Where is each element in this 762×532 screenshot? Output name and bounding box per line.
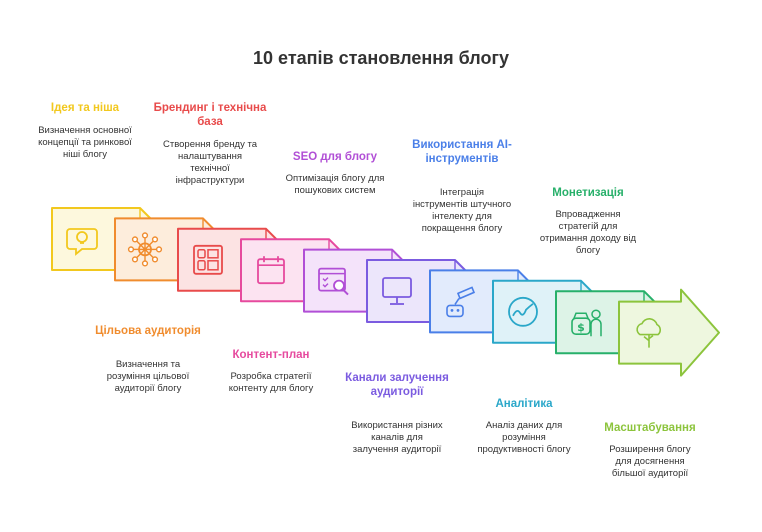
money-bag-icon: $ — [571, 309, 602, 337]
web-search-icon — [318, 267, 349, 296]
step-box — [618, 288, 720, 377]
calendar-icon — [257, 256, 285, 285]
step-description: Оптимізація блогу для пошукових систем — [285, 173, 385, 196]
monitor-icon — [382, 277, 412, 305]
step-title: Контент-план — [232, 349, 310, 361]
svg-text:$: $ — [577, 321, 585, 334]
step-title: SEO для блогу — [292, 151, 378, 163]
server-rack-icon — [193, 244, 223, 275]
step-title: Брендинг і технічна база — [153, 102, 267, 128]
step-description: Визначення та розуміння цільової аудитор… — [106, 359, 190, 394]
step-description: Інтеграція інструментів штучного інтелек… — [412, 187, 512, 234]
step-title: Цільова аудиторія — [95, 325, 201, 337]
step-description: Впровадження стратегій для отримання дох… — [539, 209, 637, 256]
line-chart-icon — [508, 296, 538, 327]
step-description: Розширення блогу для досягнення більшої … — [609, 444, 691, 479]
step-description: Визначення основної концепції та ринково… — [38, 125, 132, 160]
step-title: Монетизація — [552, 187, 624, 199]
tree-growth-icon — [636, 318, 662, 348]
lightbulb-chat-icon — [66, 228, 98, 256]
step-title: Ідея та ніша — [50, 102, 120, 114]
step-title: Канали залучення аудиторії — [345, 372, 449, 398]
step-description: Створення бренду та налаштування технічн… — [163, 139, 257, 186]
step-title: Використання AI-інструментів — [412, 139, 512, 165]
robot-camera-icon — [446, 286, 476, 318]
diagram-title: 10 етапів становлення блогу — [253, 48, 509, 68]
step-title: Аналітика — [495, 398, 553, 410]
step-description: Використання різних каналів для залученн… — [351, 420, 443, 455]
target-audience-icon — [127, 232, 163, 267]
step-description: Розробка стратегії контенту для блогу — [228, 371, 314, 394]
step-description: Аналіз даних для розуміння продуктивност… — [477, 420, 571, 455]
step-title: Масштабування — [604, 422, 696, 434]
